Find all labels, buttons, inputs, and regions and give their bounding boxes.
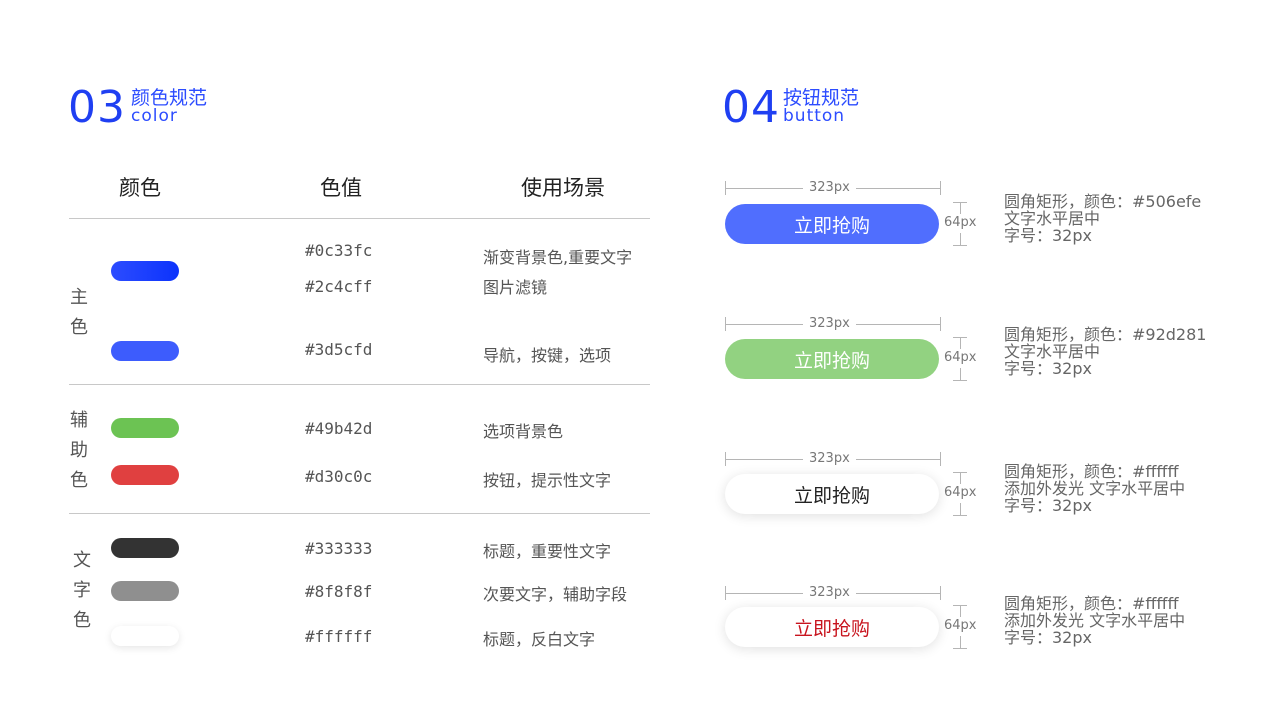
button-desc-1-line-3: 字号：32px: [1004, 226, 1092, 245]
height-line-bottom-3: [960, 503, 961, 515]
button-desc-4-line-1: 圆角矩形，颜色：#ffffff: [1004, 594, 1179, 613]
button-desc-1: 圆角矩形，颜色：#506efe 文字水平居中 字号：32px: [1004, 193, 1201, 244]
header-usage: 使用场景: [521, 176, 605, 200]
height-label-1: 64px: [944, 215, 977, 230]
group-label-secondary-text: 辅助色: [70, 410, 88, 491]
usage-option-bg: 选项背景色: [483, 422, 564, 441]
group-label-text-text: 文字色: [73, 550, 91, 631]
buy-now-button-blue[interactable]: 立即抢购: [725, 204, 939, 244]
group-label-text: 文字色: [71, 546, 93, 636]
height-line-bottom-2: [960, 368, 961, 380]
width-label-4: 323px: [803, 585, 856, 600]
usage-title-important: 标题，重要性文字: [483, 542, 612, 561]
height-label-2: 64px: [944, 350, 977, 365]
height-tick-bottom-3: [953, 515, 967, 516]
table-divider-header: [69, 218, 650, 219]
buy-now-button-white-red[interactable]: 立即抢购: [725, 607, 939, 647]
button-desc-3: 圆角矩形，颜色：#ffffff 添加外发光 文字水平居中 字号：32px: [1004, 463, 1185, 514]
height-line-top-3: [960, 472, 961, 484]
table-divider-2: [69, 513, 650, 514]
color-section-subtitle: color: [131, 106, 178, 126]
header-color: 颜色: [119, 176, 161, 200]
group-label-secondary: 辅助色: [68, 406, 90, 496]
hex-333333: #333333: [305, 539, 373, 558]
usage-button-hint: 按钮，提示性文字: [483, 471, 612, 490]
hex-ffffff: #ffffff: [305, 627, 373, 646]
hex-2c4cff: #2c4cff: [305, 277, 373, 296]
button-desc-4-line-3: 字号：32px: [1004, 628, 1092, 647]
button-desc-2: 圆角矩形，颜色：#92d281 文字水平居中 字号：32px: [1004, 326, 1206, 377]
height-line-top-4: [960, 605, 961, 617]
swatch-text-dark: [111, 538, 179, 558]
hex-3d5cfd: #3d5cfd: [305, 340, 373, 359]
width-label-2: 323px: [803, 316, 856, 331]
hex-49b42d: #49b42d: [305, 419, 373, 438]
group-label-primary: 主色: [68, 283, 90, 343]
height-line-bottom-4: [960, 636, 961, 648]
buy-now-button-green[interactable]: 立即抢购: [725, 339, 939, 379]
button-desc-1-line-2: 文字水平居中: [1004, 209, 1101, 228]
usage-gradient-bg: 渐变背景色,重要文字: [483, 248, 633, 267]
header-value: 色值: [320, 176, 362, 200]
height-tick-bottom-2: [953, 380, 967, 381]
height-label-4: 64px: [944, 618, 977, 633]
hex-8f8f8f: #8f8f8f: [305, 582, 373, 601]
buy-now-button-white[interactable]: 立即抢购: [725, 474, 939, 514]
group-label-primary-text: 主色: [70, 287, 88, 338]
button-desc-4: 圆角矩形，颜色：#ffffff 添加外发光 文字水平居中 字号：32px: [1004, 595, 1185, 646]
width-label-3: 323px: [803, 451, 856, 466]
button-desc-3-line-1: 圆角矩形，颜色：#ffffff: [1004, 462, 1179, 481]
height-label-3: 64px: [944, 485, 977, 500]
height-tick-bottom-1: [953, 245, 967, 246]
hex-d30c0c: #d30c0c: [305, 467, 373, 486]
swatch-text-white: [111, 626, 179, 646]
button-section-title: 按钮规范: [783, 87, 860, 109]
height-line-bottom-1: [960, 233, 961, 245]
button-desc-2-line-3: 字号：32px: [1004, 359, 1092, 378]
color-section-title: 颜色规范: [131, 87, 208, 109]
button-desc-3-line-3: 字号：32px: [1004, 496, 1092, 515]
swatch-secondary-green: [111, 418, 179, 438]
height-tick-bottom-4: [953, 648, 967, 649]
button-section-number: 04: [722, 82, 780, 133]
usage-inverse-text: 标题，反白文字: [483, 630, 596, 649]
swatch-text-gray: [111, 581, 179, 601]
swatch-primary-gradient: [111, 261, 179, 281]
color-section-number: 03: [68, 82, 126, 133]
usage-secondary-text: 次要文字，辅助字段: [483, 585, 628, 604]
hex-0c33fc: #0c33fc: [305, 241, 373, 260]
button-desc-1-line-1: 圆角矩形，颜色：#506efe: [1004, 192, 1202, 211]
button-desc-3-line-2: 添加外发光 文字水平居中: [1004, 479, 1186, 498]
button-desc-2-line-2: 文字水平居中: [1004, 342, 1101, 361]
swatch-primary-nav: [111, 341, 179, 361]
usage-nav-keys: 导航，按键，选项: [483, 346, 612, 365]
height-line-top-1: [960, 202, 961, 214]
button-section-subtitle: button: [783, 106, 846, 126]
usage-image-filter: 图片滤镜: [483, 278, 548, 297]
button-desc-2-line-1: 圆角矩形，颜色：#92d281: [1004, 325, 1207, 344]
height-line-top-2: [960, 337, 961, 349]
width-label-1: 323px: [803, 180, 856, 195]
swatch-secondary-red: [111, 465, 179, 485]
button-desc-4-line-2: 添加外发光 文字水平居中: [1004, 611, 1186, 630]
table-divider-1: [69, 384, 650, 385]
